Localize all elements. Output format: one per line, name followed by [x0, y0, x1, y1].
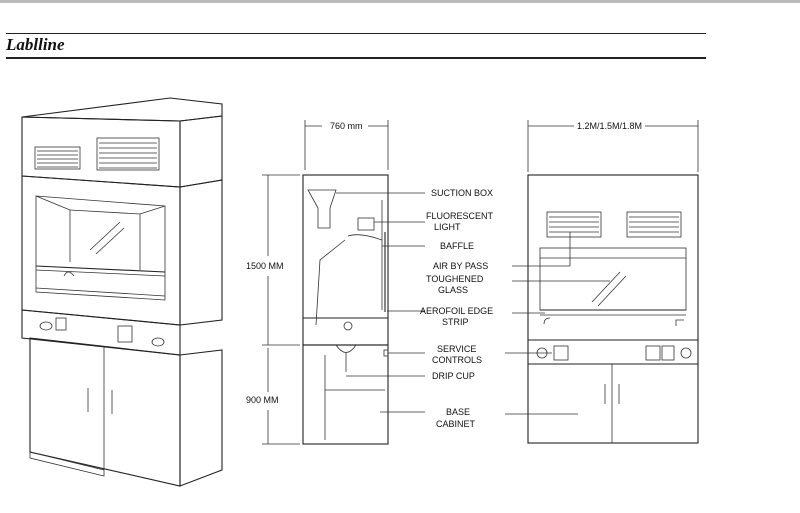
- perspective-view: [21, 97, 223, 487]
- front-view: 1.2M/1.5M/1.8M: [527, 120, 699, 444]
- label-service: SERVICE: [437, 344, 476, 354]
- callout-leaders: [336, 192, 610, 415]
- front-grille-right: [626, 211, 682, 238]
- label-fluorescent: FLUORESCENT: [426, 211, 494, 221]
- fluorescent-light: [357, 217, 375, 231]
- label-base: BASE: [446, 407, 470, 417]
- label-glass: GLASS: [438, 285, 468, 295]
- label-strip: STRIP: [442, 317, 469, 327]
- label-baffle: BAFFLE: [440, 241, 474, 251]
- label-air-by-pass: AIR BY PASS: [433, 261, 488, 271]
- header-rule-top: [6, 33, 706, 34]
- label-cabinet: CABINET: [436, 419, 476, 429]
- front-grille-left: [546, 211, 602, 238]
- label-toughened: TOUGHENED: [426, 274, 484, 284]
- side-width-label: 760 mm: [330, 121, 363, 131]
- label-drip-cup: DRIP CUP: [432, 371, 475, 381]
- drip-cup: [335, 344, 357, 353]
- label-light: LIGHT: [434, 222, 461, 232]
- vent-grille-left: [34, 146, 81, 170]
- page-title: Lablline: [6, 35, 65, 54]
- side-view: 760 mm 1500 MM 900 MM: [246, 120, 389, 445]
- header-rule-bottom: [6, 57, 706, 59]
- suction-box: [307, 189, 337, 229]
- height-upper-label: 1500 MM: [246, 261, 284, 271]
- label-controls: CONTROLS: [432, 355, 482, 365]
- label-aerofoil: AEROFOIL EDGE: [420, 306, 493, 316]
- front-width-label: 1.2M/1.5M/1.8M: [577, 121, 642, 131]
- vent-grille-right: [96, 137, 160, 171]
- top-border: [0, 0, 800, 3]
- callout-labels: SUCTION BOX FLUORESCENT LIGHT BAFFLE AIR…: [420, 188, 494, 429]
- label-suction-box: SUCTION BOX: [431, 188, 493, 198]
- height-lower-label: 900 MM: [246, 395, 279, 405]
